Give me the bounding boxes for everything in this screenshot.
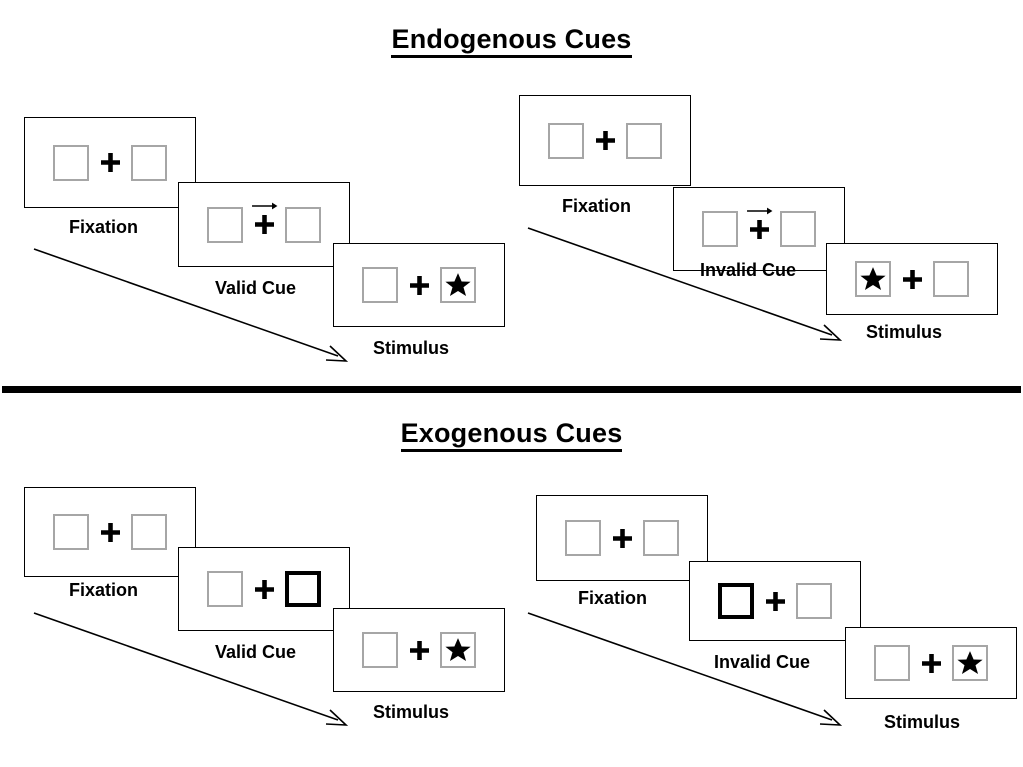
stimulus-box-right — [952, 645, 988, 681]
panel-exogenous-invalid-stimulus — [845, 627, 1017, 699]
fixation-cross — [910, 653, 952, 673]
plus-icon — [902, 269, 922, 289]
plus-icon — [595, 131, 615, 150]
panel-label-exogenous-valid-cue: Valid Cue — [215, 642, 297, 662]
star-icon — [445, 638, 471, 661]
stimulus-box-left — [362, 632, 398, 668]
fixation-cross — [243, 202, 285, 234]
panel-content — [334, 609, 504, 691]
fixation-cross — [243, 579, 285, 599]
timeline-arrow-icon — [33, 612, 349, 726]
panel-endogenous-valid-cue — [178, 182, 350, 267]
panel-content — [846, 628, 1016, 698]
plus-icon — [765, 591, 785, 611]
stimulus-box-right — [131, 514, 167, 550]
panel-endogenous-invalid-fixation — [519, 95, 691, 186]
panel-content — [827, 244, 997, 314]
panel-label-exogenous-invalid-fixation: Fixation — [578, 588, 648, 608]
stimulus-box-left — [207, 206, 243, 243]
fixation-cross — [89, 153, 131, 172]
stimulus-box-right — [285, 206, 321, 243]
fixation-cross — [754, 591, 796, 611]
arrow-right-icon — [747, 207, 773, 214]
plus-icon — [409, 640, 429, 660]
plus-icon — [100, 153, 120, 172]
stimulus-box-left — [362, 267, 398, 303]
plus-icon — [254, 215, 274, 234]
stimulus-box-left — [207, 571, 243, 607]
panel-exogenous-valid-fixation — [24, 487, 196, 577]
panel-label-endogenous-invalid-fixation: Fixation — [562, 196, 632, 216]
plus-icon — [921, 653, 941, 673]
section-title-endogenous: Endogenous Cues — [0, 24, 1023, 58]
panel-content — [25, 118, 195, 207]
panel-label-exogenous-invalid-cue: Invalid Cue — [714, 652, 811, 672]
panel-exogenous-valid-stimulus — [333, 608, 505, 692]
stimulus-box-right-cued — [285, 571, 321, 607]
section-title-exogenous: Exogenous Cues — [0, 418, 1023, 452]
stimulus-box-right — [643, 520, 679, 556]
panel-content — [334, 244, 504, 326]
panel-label-endogenous-valid-fixation: Fixation — [69, 217, 139, 237]
fixation-cross — [891, 269, 933, 289]
stimulus-box-right — [933, 261, 969, 297]
star-icon — [860, 267, 886, 290]
plus-icon — [612, 528, 632, 548]
panel-content — [674, 188, 844, 270]
panel-content — [179, 183, 349, 266]
fixation-cross — [398, 275, 440, 295]
panel-endogenous-invalid-stimulus — [826, 243, 998, 315]
panel-content — [690, 562, 860, 640]
stimulus-box-right — [796, 583, 832, 619]
section-divider — [2, 386, 1021, 393]
fixation-cross — [738, 207, 780, 239]
panel-endogenous-invalid-cue — [673, 187, 845, 271]
panel-label-endogenous-valid-stimulus: Stimulus — [373, 338, 450, 358]
timeline-arrow-icon — [33, 248, 349, 362]
stimulus-box-right — [440, 632, 476, 668]
fixation-cross — [398, 640, 440, 660]
fixation-cross — [89, 522, 131, 542]
arrow-right-icon — [252, 202, 278, 210]
plus-icon — [749, 219, 769, 239]
panel-exogenous-invalid-fixation — [536, 495, 708, 581]
star-icon — [957, 651, 983, 674]
panel-label-endogenous-invalid-stimulus: Stimulus — [866, 322, 943, 342]
panel-label-exogenous-valid-stimulus: Stimulus — [373, 702, 450, 722]
stimulus-box-left-cued — [718, 583, 754, 619]
fixation-cross — [584, 131, 626, 150]
stimulus-box-left — [53, 144, 89, 181]
star-icon — [445, 273, 471, 296]
stimulus-box-left — [565, 520, 601, 556]
panel-endogenous-valid-stimulus — [333, 243, 505, 327]
panel-content — [179, 548, 349, 630]
section-title-exogenous-text: Exogenous Cues — [400, 418, 623, 452]
panel-content — [537, 496, 707, 580]
panel-exogenous-valid-cue — [178, 547, 350, 631]
panel-label-endogenous-valid-cue: Valid Cue — [215, 278, 297, 298]
stimulus-box-left — [855, 261, 891, 297]
stimulus-box-left — [702, 211, 738, 247]
timeline-arrow-icon — [527, 612, 843, 726]
fixation-cross — [601, 528, 643, 548]
panel-exogenous-invalid-cue — [689, 561, 861, 641]
panel-content — [25, 488, 195, 576]
panel-label-exogenous-valid-fixation: Fixation — [69, 580, 139, 600]
panel-label-exogenous-invalid-stimulus: Stimulus — [884, 712, 961, 732]
stimulus-box-left — [53, 514, 89, 550]
plus-icon — [254, 579, 274, 599]
panel-endogenous-valid-fixation — [24, 117, 196, 208]
section-title-endogenous-text: Endogenous Cues — [391, 24, 632, 58]
stimulus-box-right — [131, 144, 167, 181]
stimulus-box-left — [874, 645, 910, 681]
stimulus-box-right — [780, 211, 816, 247]
panel-content — [520, 96, 690, 185]
panel-label-endogenous-invalid-cue: Invalid Cue — [700, 260, 797, 280]
stimulus-box-right — [440, 267, 476, 303]
plus-icon — [100, 522, 120, 542]
timeline-arrow-icon — [527, 227, 843, 341]
stimulus-box-right — [626, 122, 662, 159]
plus-icon — [409, 275, 429, 295]
stimulus-box-left — [548, 122, 584, 159]
